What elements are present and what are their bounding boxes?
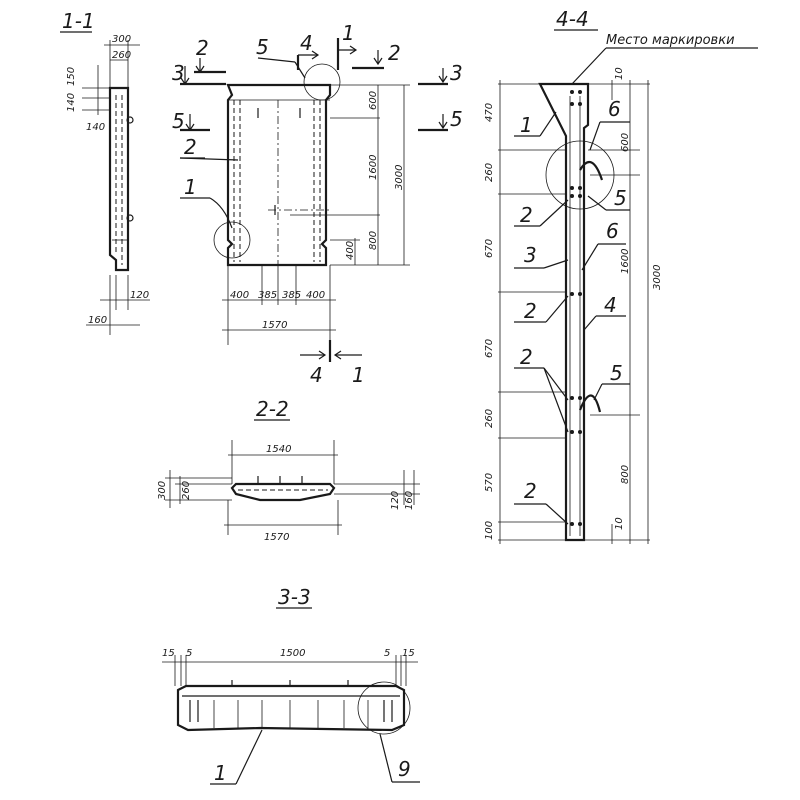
callout-1-front: 1: [184, 175, 197, 199]
dim-1500: 1500: [280, 648, 305, 659]
callout-3-s44: 3: [524, 243, 537, 267]
dim-1570-sec22: 1570: [264, 532, 289, 543]
dim-5-right: 5: [384, 648, 390, 659]
dim-260-s44-b: 260: [484, 409, 495, 428]
cut-4-top-label: 4: [300, 31, 313, 55]
section-2-2-title: 2-2: [256, 397, 289, 421]
dim-140: 140: [86, 122, 105, 133]
section-3-3: 3-3 15 5 1500 5 15 1 9: [162, 585, 420, 785]
dim-600-s44: 600: [620, 133, 631, 152]
cut-5-left-label: 5: [172, 109, 185, 133]
marking-location-note: Место маркировки: [606, 33, 735, 48]
dim-800-front: 800: [368, 231, 379, 250]
dim-400-a: 400: [230, 290, 249, 301]
callout-1-s44: 1: [520, 113, 533, 137]
slab-profile-1-1: [108, 86, 130, 272]
dim-1540: 1540: [266, 444, 291, 455]
dim-150: 150: [66, 67, 77, 86]
slab-profile-2-2: [230, 482, 336, 502]
slab-profile-4-4: [538, 82, 590, 542]
section-1-1: 1-1 300 260 150 140 140 120 160: [60, 9, 150, 335]
dim-470: 470: [484, 103, 495, 122]
panel-outline: [226, 83, 332, 267]
dim-300: 300: [112, 34, 131, 45]
cut-2-left-label: 2: [196, 36, 209, 60]
dim-800-s44: 800: [620, 465, 631, 484]
dim-10-top: 10: [614, 67, 625, 80]
dim-1570-front: 1570: [262, 320, 287, 331]
callout-2-s44-c: 2: [520, 345, 533, 369]
dim-140-v: 140: [66, 93, 77, 112]
dim-385-a: 385: [258, 290, 277, 301]
dim-120: 120: [130, 290, 149, 301]
dim-3000-front: 3000: [394, 165, 405, 190]
callout-2-s44-b: 2: [524, 299, 537, 323]
dim-15-right: 15: [402, 648, 415, 659]
dim-1600-s44: 1600: [620, 249, 631, 274]
section-4-4-title: 4-4: [556, 7, 589, 31]
section-4-4: 4-4 Место маркировки: [484, 7, 758, 544]
section-2-2: 2-2 1540 1570 300 260 120 160: [157, 397, 420, 543]
dim-670-a: 670: [484, 239, 495, 258]
cut-2-right-label: 2: [388, 41, 401, 65]
dim-120-sec22: 120: [390, 491, 401, 510]
dim-385-b: 385: [282, 290, 301, 301]
dim-3000-s44: 3000: [652, 265, 663, 290]
dim-600-front: 600: [368, 91, 379, 110]
dim-670-b: 670: [484, 339, 495, 358]
dim-400-b: 400: [306, 290, 325, 301]
cut-5-right-label: 5: [450, 107, 463, 131]
cut-1-bottom-label: 1: [352, 363, 365, 387]
callout-6-s44-b: 6: [606, 219, 619, 243]
dim-15-left: 15: [162, 648, 175, 659]
dim-570: 570: [484, 473, 495, 492]
dim-10-bottom: 10: [614, 517, 625, 530]
section-1-1-title: 1-1: [62, 9, 95, 33]
callout-5-front: 5: [256, 35, 269, 59]
dim-400-right: 400: [345, 241, 356, 260]
callout-4-s44: 4: [604, 293, 617, 317]
dim-100: 100: [484, 521, 495, 540]
cut-4-bottom-label: 4: [310, 363, 323, 387]
dim-260-sec22: 260: [181, 481, 192, 500]
callout-2-s44-a: 2: [520, 203, 533, 227]
dim-260: 260: [112, 50, 131, 61]
section-3-3-title: 3-3: [278, 585, 311, 609]
cut-3-right-label: 3: [450, 61, 463, 85]
callout-6-s44-a: 6: [608, 97, 621, 121]
front-view: 2 3 5 4 1 2 3 5 5: [172, 21, 463, 387]
dim-1600-front: 1600: [368, 155, 379, 180]
dim-160-sec22: 160: [404, 491, 415, 510]
cut-1-top-label: 1: [342, 21, 355, 45]
dim-300-sec22: 300: [157, 481, 168, 500]
dim-260-s44-a: 260: [484, 163, 495, 182]
callout-5-s44-b: 5: [610, 361, 623, 385]
slab-profile-3-3: [176, 684, 406, 732]
callout-1-sec33: 1: [214, 761, 227, 785]
callout-5-s44-a: 5: [614, 186, 627, 210]
callout-2-front: 2: [184, 135, 197, 159]
dim-160: 160: [88, 315, 107, 326]
callout-9-sec33: 9: [398, 757, 411, 781]
callout-2-s44-d: 2: [524, 479, 537, 503]
dim-5-left: 5: [186, 648, 192, 659]
